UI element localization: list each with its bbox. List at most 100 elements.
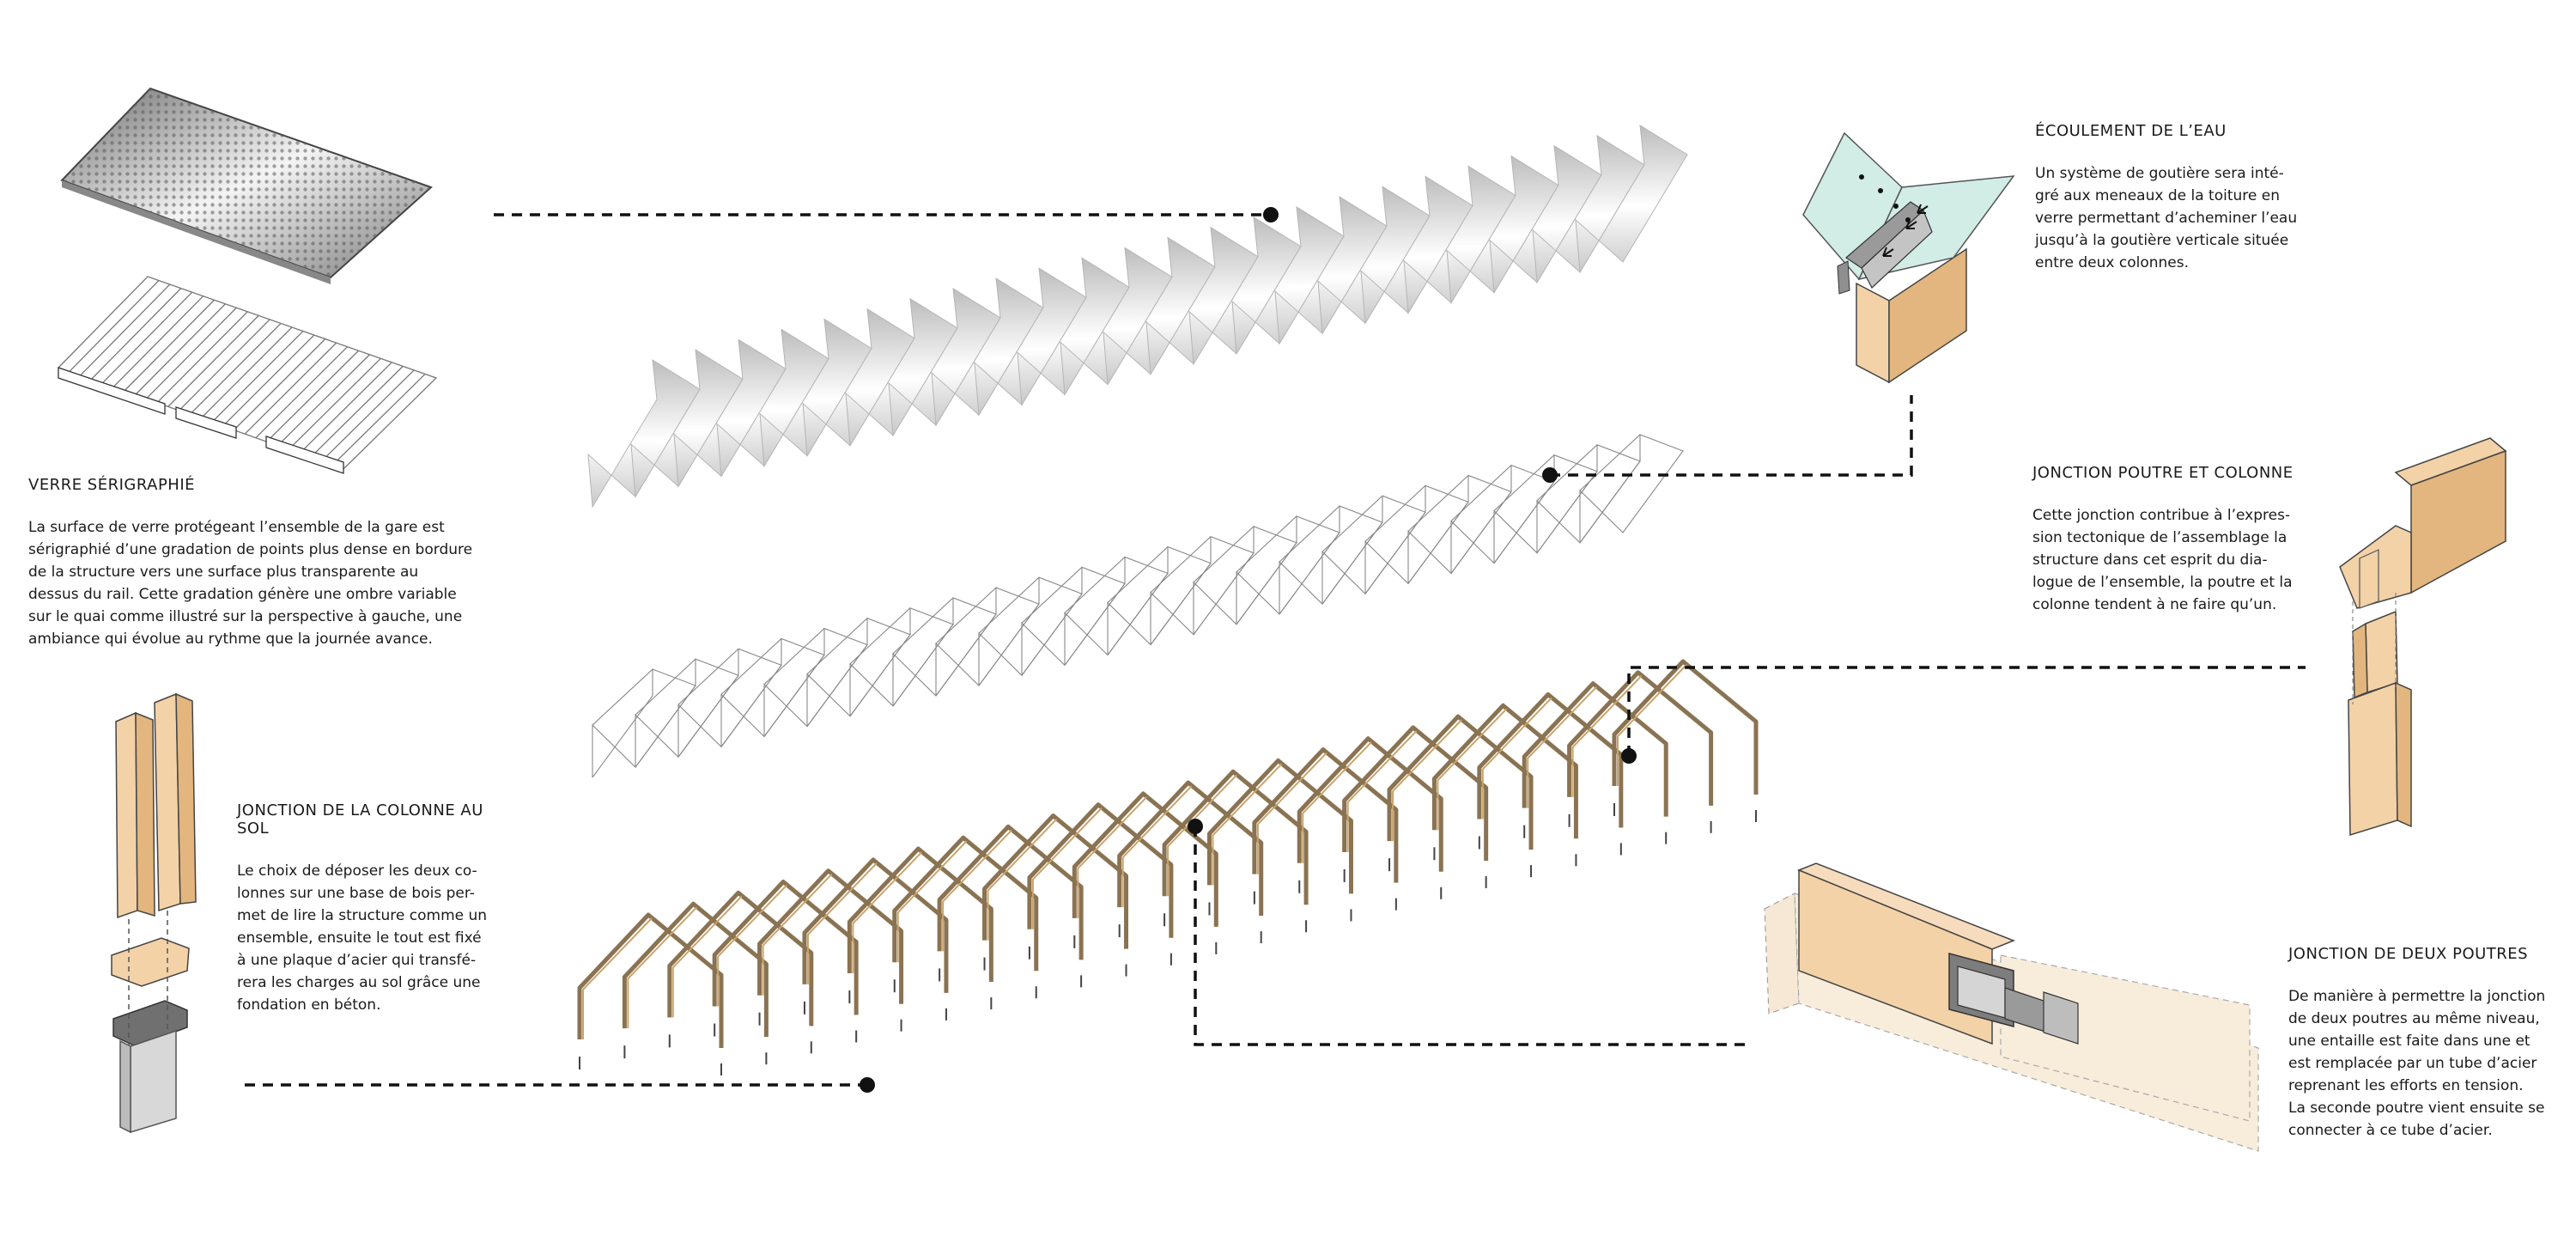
roof-mullion	[1150, 536, 1212, 594]
wire-line	[69, 280, 160, 372]
timber-frame	[712, 880, 859, 1043]
timber-frame	[847, 846, 993, 1010]
fritted-glass-text: VERRE SÉRIGRAPHIÉ La surface de verre pr…	[28, 476, 509, 650]
roof-mullion	[806, 618, 868, 675]
column-base-detail	[111, 692, 197, 1134]
wire-line	[266, 350, 359, 442]
wire-line	[276, 354, 370, 447]
roof-mullion	[635, 658, 696, 716]
callout-dots	[860, 207, 1637, 1093]
wire-line	[156, 311, 248, 404]
water-drainage-text: ÉCOULEMENT DE L’EAU Un système de goutiè…	[2035, 122, 2306, 274]
two-beams-title: JONCTION DE DEUX POUTRES	[2288, 945, 2529, 963]
timber-frame	[802, 857, 949, 1021]
fritted-glass-panel	[60, 87, 433, 284]
timber-frame	[1117, 780, 1264, 944]
wire-line	[90, 288, 182, 381]
wire-line	[200, 326, 293, 419]
roof-mullion	[1536, 444, 1598, 502]
timber-frame	[622, 901, 769, 1065]
roof-mullion	[1193, 526, 1255, 583]
timber-frame	[1072, 791, 1218, 954]
roof-mullion	[1364, 484, 1426, 542]
timber-frame	[1206, 758, 1353, 922]
timber-frame	[1431, 703, 1578, 867]
timber-frame	[1027, 802, 1174, 966]
wire-line	[179, 319, 270, 411]
water-drainage-body: Un système de goutière sera inté- gré au…	[2035, 165, 2298, 271]
wire-line	[211, 331, 304, 423]
wire-line	[167, 314, 259, 407]
timber-frame	[892, 835, 1039, 999]
wire-line	[134, 303, 226, 396]
wire-line	[255, 346, 349, 439]
roof-mullion	[1493, 454, 1555, 512]
roof-mullion	[1279, 505, 1340, 563]
beam-column-title: JONCTION POUTRE ET COLONNE	[2032, 464, 2293, 482]
water-drainage-detail	[1802, 131, 2015, 384]
column-base-text: JONCTION DE LA COLONNE AU SOL Le choix d…	[237, 801, 512, 1016]
timber-frame	[1162, 769, 1309, 933]
wire-line	[288, 357, 381, 450]
timber-frame	[1297, 736, 1443, 899]
timber-frame	[757, 868, 904, 1032]
roof-mullion	[1236, 515, 1297, 573]
fritted-glass-title: VERRE SÉRIGRAPHIÉ	[28, 476, 196, 494]
timber-frame	[1567, 670, 1714, 833]
beam-column-junction-detail	[2339, 437, 2507, 837]
wire-line	[331, 373, 426, 466]
two-beam-junction-detail	[1764, 862, 2259, 1152]
wire-line	[145, 307, 237, 399]
fritted-glass-body: La surface de verre protégeant l’ensembl…	[28, 519, 473, 648]
timber-frame-structure	[577, 659, 1759, 1075]
timber-frame	[1612, 659, 1759, 822]
wire-line	[233, 338, 326, 431]
wire-line	[310, 365, 404, 458]
beam-column-body: Cette jonction contribue à l’expres- sio…	[2032, 507, 2293, 613]
glass-roof-surface	[587, 124, 1688, 509]
column-base-title: JONCTION DE LA COLONNE AU SOL	[237, 801, 483, 838]
roof-mullion	[1579, 434, 1641, 491]
timber-frame	[1252, 747, 1399, 911]
wire-line	[189, 323, 282, 415]
wire-line	[222, 334, 315, 427]
column-base-body: Le choix de déposer les deux co- lonnes …	[237, 862, 488, 1014]
roof-mullion	[1407, 475, 1469, 532]
roof-mullion	[720, 638, 782, 695]
timber-frame	[667, 890, 814, 1054]
roof-mullion	[677, 648, 739, 705]
wire-line	[299, 362, 392, 454]
timber-frame	[937, 824, 1084, 988]
wire-line	[244, 342, 337, 435]
roof-fold	[1575, 124, 1688, 274]
wire-line	[321, 369, 415, 462]
timber-frame	[577, 912, 724, 1075]
roof-mullion	[592, 668, 653, 726]
timber-frame	[1387, 714, 1534, 878]
roof-mullion	[763, 628, 825, 685]
roof-mullion-bay	[1579, 434, 1684, 544]
roof-mullion-wireframe	[592, 434, 1684, 778]
glass-layout-wireframe	[57, 276, 438, 474]
wire-line	[101, 291, 193, 384]
roof-mullion	[1450, 465, 1512, 521]
beam-column-text: JONCTION POUTRE ET COLONNE Cette jonctio…	[2032, 464, 2303, 616]
two-beams-text: JONCTION DE DEUX POUTRES De manière à pe…	[2288, 945, 2563, 1142]
roof-mullion	[849, 607, 911, 665]
two-beams-body: De manière à permettre la jonction de de…	[2288, 988, 2546, 1139]
timber-frame	[982, 813, 1129, 977]
wire-line	[112, 295, 204, 388]
callout-leaders	[245, 213, 2306, 1087]
timber-frame	[1477, 692, 1624, 856]
roof-mullion	[1107, 546, 1169, 603]
roof-mullion	[978, 576, 1040, 634]
roof-mullion	[935, 587, 997, 644]
wire-line	[80, 283, 171, 376]
timber-frame	[1522, 681, 1668, 844]
roof-mullion	[1021, 566, 1083, 624]
water-drainage-title: ÉCOULEMENT DE L’EAU	[2035, 122, 2227, 140]
timber-frame	[1342, 725, 1489, 888]
wire-line	[124, 299, 216, 392]
